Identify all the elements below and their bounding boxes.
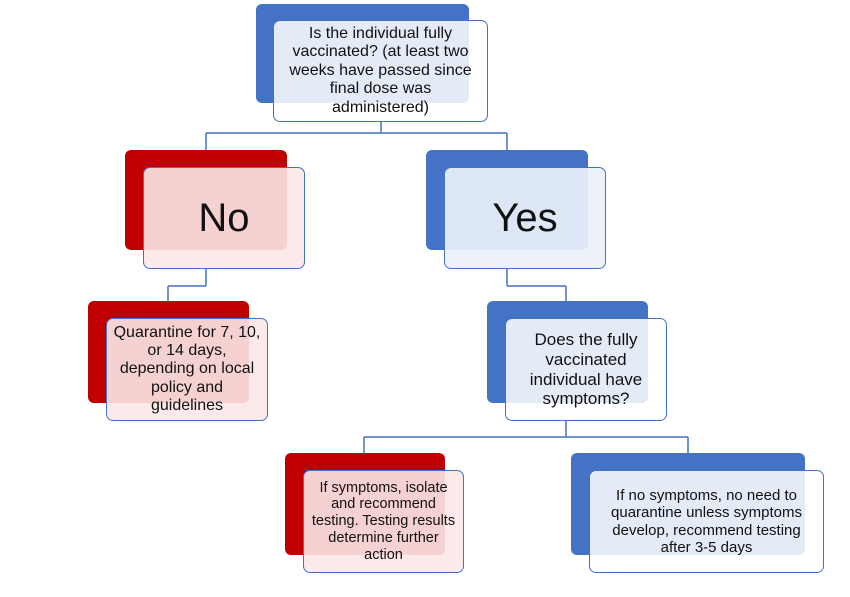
if-symptoms-text: If symptoms, isolate and recommend testi… <box>311 479 456 563</box>
no-node: No <box>143 167 305 269</box>
quarantine-node: Quarantine for 7, 10, or 14 days, depend… <box>106 318 268 421</box>
no-symptoms-text: If no symptoms, no need to quarantine un… <box>611 487 802 556</box>
root-question-node: Is the individual fully vaccinated? (at … <box>273 20 488 122</box>
quarantine-text: Quarantine for 7, 10, or 14 days, depend… <box>113 323 261 415</box>
if-symptoms-node: If symptoms, isolate and recommend testi… <box>303 470 464 573</box>
yes-node: Yes <box>444 167 606 269</box>
no-symptoms-node: If no symptoms, no need to quarantine un… <box>589 470 824 573</box>
yes-label: Yes <box>492 196 558 240</box>
symptoms-question-node: Does the fully vaccinated individual hav… <box>505 318 667 421</box>
symptoms-question-text: Does the fully vaccinated individual hav… <box>529 330 643 409</box>
no-label: No <box>198 196 250 240</box>
root-question-text: Is the individual fully vaccinated? (at … <box>289 25 472 116</box>
